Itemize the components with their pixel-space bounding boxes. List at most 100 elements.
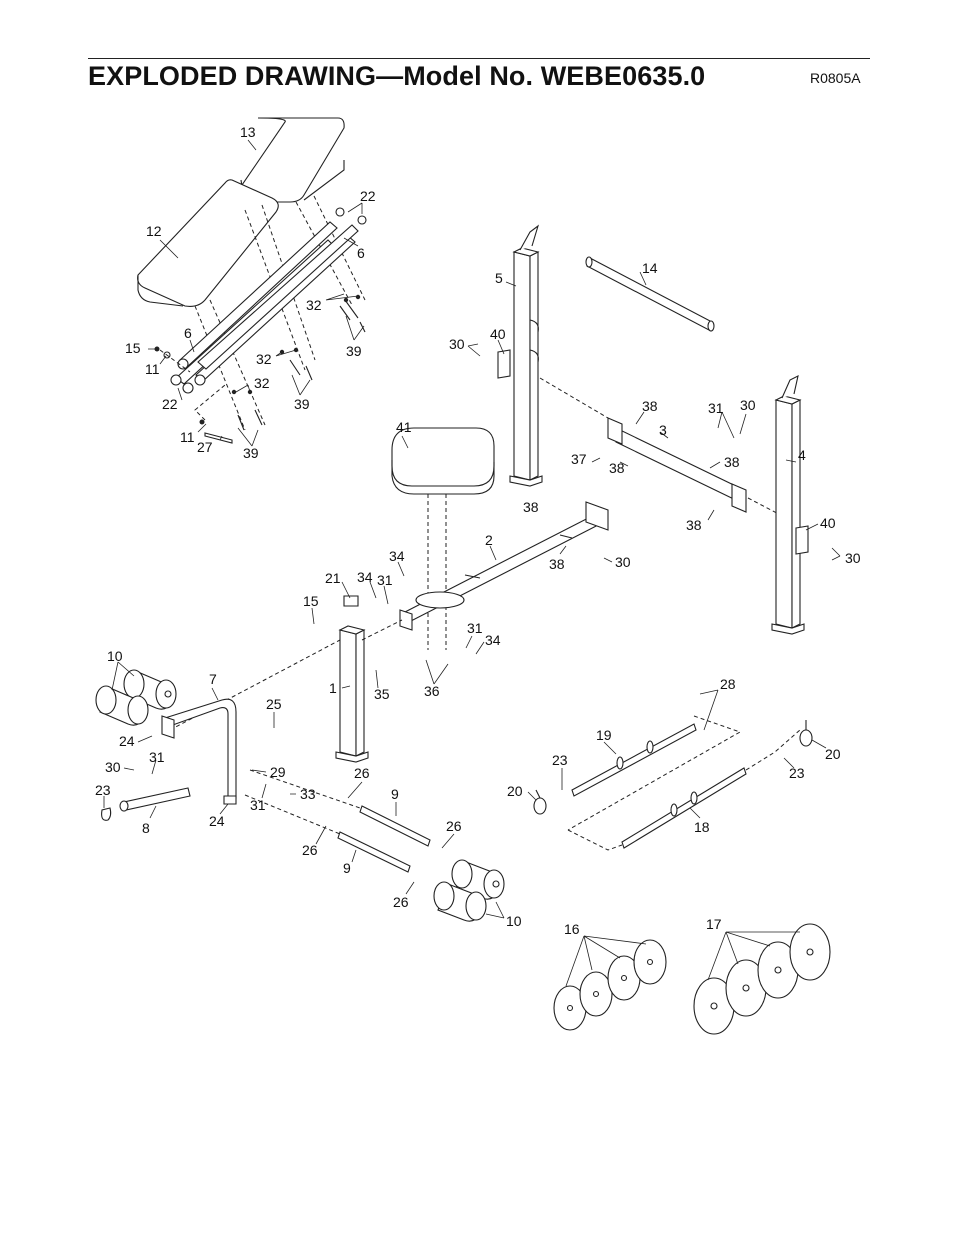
callout-29: 29: [270, 764, 286, 780]
part-10-rollers-top: [95, 669, 177, 726]
part-3-crossbar: [539, 377, 791, 521]
callout-20: 20: [507, 783, 523, 799]
callout-28: 28: [720, 676, 736, 692]
callout-39: 39: [346, 343, 362, 359]
callout-32: 32: [256, 351, 272, 367]
callout-31: 31: [377, 572, 393, 588]
callout-30: 30: [449, 336, 465, 352]
part-9-tubes: [244, 769, 431, 873]
part-19-bar: [567, 715, 742, 831]
callout-18: 18: [694, 819, 710, 835]
callout-31: 31: [149, 749, 165, 765]
part-7-leg-lever: [161, 698, 237, 805]
callout-20: 20: [825, 746, 841, 762]
callout-32: 32: [254, 375, 270, 391]
callout-38: 38: [523, 499, 539, 515]
callout-31: 31: [250, 797, 266, 813]
callout-31: 31: [708, 400, 724, 416]
callout-30: 30: [845, 550, 861, 566]
callout-16: 16: [564, 921, 580, 937]
callout-9: 9: [343, 860, 351, 876]
callout-34: 34: [357, 569, 373, 585]
callout-26: 26: [446, 818, 462, 834]
callout-23: 23: [95, 782, 111, 798]
part-20-collars: [533, 720, 813, 815]
callout-labels: 13 22 12 6 32 39 6 15 11 32 32 22 39 11 …: [95, 124, 861, 937]
part-6-frames: [175, 221, 359, 386]
callout-39: 39: [243, 445, 259, 461]
callout-15: 15: [125, 340, 141, 356]
callout-23: 23: [552, 752, 568, 768]
callout-30: 30: [615, 554, 631, 570]
part-41-seat: [391, 427, 495, 650]
callout-34: 34: [485, 632, 501, 648]
callout-37: 37: [571, 451, 587, 467]
callout-17: 17: [706, 916, 722, 932]
part-17-plates: [693, 923, 831, 1035]
callout-41: 41: [396, 419, 412, 435]
callout-19: 19: [596, 727, 612, 743]
callout-2: 2: [485, 532, 493, 548]
leader-lines: [103, 139, 841, 987]
callout-8: 8: [142, 820, 150, 836]
part-1-leg: [169, 595, 403, 763]
callout-6: 6: [357, 245, 365, 261]
reference-code: R0805A: [810, 70, 861, 86]
part-8-pin: [101, 787, 191, 821]
callout-38: 38: [609, 460, 625, 476]
callout-10: 10: [506, 913, 522, 929]
callout-11: 11: [180, 429, 195, 445]
callout-40: 40: [490, 326, 506, 342]
callout-7: 7: [209, 671, 217, 687]
callout-27: 27: [197, 439, 213, 455]
callout-35: 35: [374, 686, 390, 702]
callout-38: 38: [642, 398, 658, 414]
callout-6: 6: [184, 325, 192, 341]
callout-38: 38: [549, 556, 565, 572]
page-title: EXPLODED DRAWING—Model No. WEBE0635.0: [88, 61, 706, 91]
callout-13: 13: [240, 124, 256, 140]
callout-14: 14: [642, 260, 658, 276]
callout-26: 26: [302, 842, 318, 858]
callout-30: 30: [105, 759, 121, 775]
callout-12: 12: [146, 223, 162, 239]
callout-26: 26: [393, 894, 409, 910]
callout-22: 22: [162, 396, 178, 412]
callout-21: 21: [325, 570, 341, 586]
part-10-rollers-bottom: [433, 859, 505, 922]
callout-4: 4: [798, 447, 806, 463]
part-18-bar: [567, 729, 801, 851]
callout-34: 34: [389, 548, 405, 564]
part-13-pad: [240, 117, 345, 203]
callout-24: 24: [119, 733, 135, 749]
callout-32: 32: [306, 297, 322, 313]
callout-33: 33: [300, 786, 316, 802]
part-12-pad: [137, 179, 279, 307]
callout-25: 25: [266, 696, 282, 712]
callout-9: 9: [391, 786, 399, 802]
part-5-upright: [497, 224, 543, 487]
callout-39: 39: [294, 396, 310, 412]
callout-38: 38: [686, 517, 702, 533]
callout-15: 15: [303, 593, 319, 609]
callout-22: 22: [360, 188, 376, 204]
callout-36: 36: [424, 683, 440, 699]
callout-30: 30: [740, 397, 756, 413]
part-16-plates: [553, 939, 667, 1031]
callout-31: 31: [467, 620, 483, 636]
callout-10: 10: [107, 648, 123, 664]
callout-23: 23: [789, 765, 805, 781]
callout-5: 5: [495, 270, 503, 286]
callout-1: 1: [329, 680, 337, 696]
part-4-upright: [771, 374, 809, 635]
top-rule: [88, 58, 870, 59]
frame-hardware: [154, 207, 367, 444]
callout-11: 11: [145, 361, 160, 377]
callout-26: 26: [354, 765, 370, 781]
callout-3: 3: [659, 422, 667, 438]
part-2-frame: [399, 501, 609, 631]
callout-38: 38: [724, 454, 740, 470]
part-14-bar: [585, 256, 715, 332]
